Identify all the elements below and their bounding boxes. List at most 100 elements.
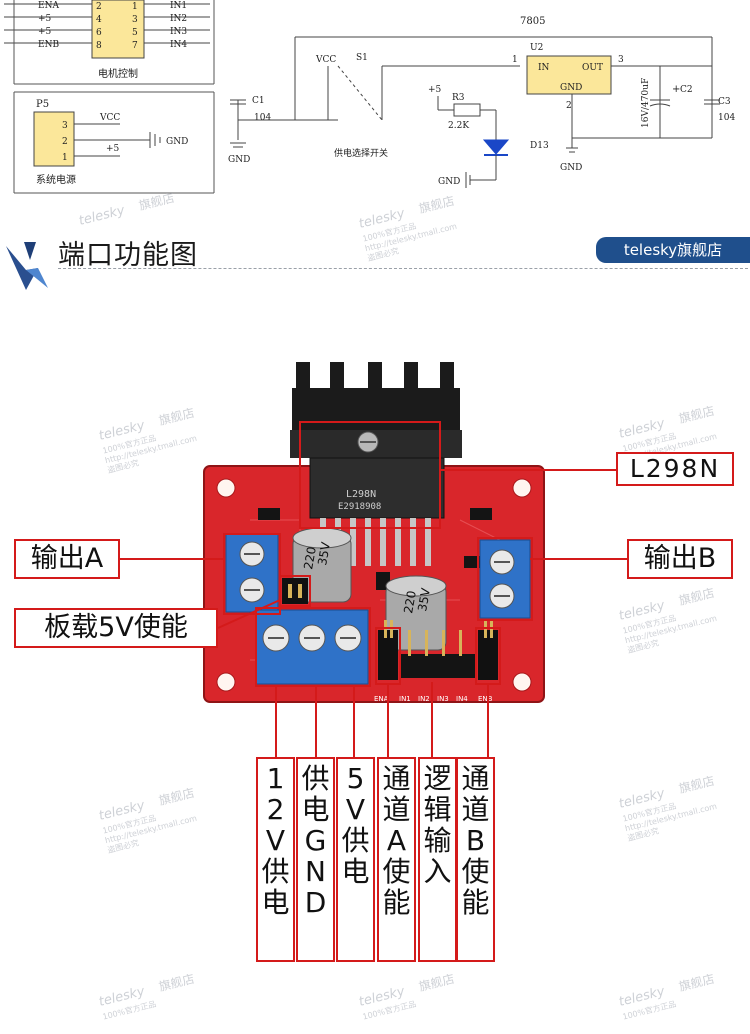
shop-badge[interactable]: telesky旗舰店 xyxy=(596,237,750,263)
callout-channel-a-enable: 通 道 A 使 能 xyxy=(377,757,416,962)
reg-gnd-label: GND xyxy=(560,83,582,93)
callout-12v-power: 12 V 供 电 xyxy=(256,757,295,962)
chip-marking-name: L298N xyxy=(346,489,376,500)
callout-channel-b-enable: 通 道 B 使 能 xyxy=(456,757,495,962)
pin-num-3: 3 xyxy=(132,15,138,25)
section-divider xyxy=(58,268,748,269)
wm-store: 旗舰店 xyxy=(417,193,456,216)
section-title: 端口功能图 xyxy=(58,240,198,271)
terminal-out-b xyxy=(479,539,531,619)
r3-net: +5 xyxy=(428,85,442,95)
pin-label-in4: IN4 xyxy=(170,40,187,50)
reg-out-label: OUT xyxy=(582,63,603,73)
mount-hole-icon xyxy=(216,478,236,498)
reg-pin-in-num: 1 xyxy=(512,55,518,65)
pin-num-4: 4 xyxy=(96,15,102,25)
p5-ref: P5 xyxy=(36,99,49,110)
mount-hole-icon xyxy=(512,672,532,692)
pin-label-enb: ENB xyxy=(38,40,59,50)
wm-store: 旗舰店 xyxy=(677,403,716,426)
terminal-power xyxy=(255,609,369,685)
pin-label-in1: IN1 xyxy=(170,1,187,11)
callout-l298n: L298N xyxy=(616,452,734,486)
c3-ref: C3 xyxy=(718,97,731,107)
c1-gnd: GND xyxy=(228,155,250,165)
power-block-label: 系统电源 xyxy=(36,173,76,186)
pin-num-2: 2 xyxy=(96,2,102,12)
led-gnd: GND xyxy=(438,177,460,187)
regulator-schematic: C1 104 GND VCC S1 1 供电选择开关 +5 R3 2.2K D1… xyxy=(228,16,735,188)
system-power-block: P5 3 2 1 VCC +5 GND 系统电源 xyxy=(33,99,188,186)
header-label-ena: ENA xyxy=(374,695,389,703)
reg-part: 7805 xyxy=(520,16,545,27)
header-label-in4: IN4 xyxy=(456,695,468,703)
cap1-voltage: 35V xyxy=(315,540,333,566)
p5-gnd: GND xyxy=(166,137,188,147)
header-label-in1: IN1 xyxy=(399,695,411,703)
header-label-enb: ENB xyxy=(478,695,493,703)
c2-value: 16V/470uF xyxy=(641,78,651,128)
callout-5v-enable: 板载5V使能 xyxy=(14,608,218,648)
callout-lines xyxy=(120,421,627,757)
chip-marking-code: E2918908 xyxy=(338,502,381,512)
c1-value: 104 xyxy=(254,113,271,123)
callout-output-a: 输出A xyxy=(14,539,120,579)
r3-ref: R3 xyxy=(452,93,465,103)
c1-ref: C1 xyxy=(252,96,265,106)
callout-logic-input: 逻 辑 输 入 xyxy=(418,757,457,962)
switch-vcc: VCC xyxy=(315,55,336,65)
jumper-5v xyxy=(282,578,308,604)
wm-store: 旗舰店 xyxy=(677,585,716,608)
led-ref: D13 xyxy=(530,141,549,151)
wm-store: 旗舰店 xyxy=(417,971,456,994)
cap2-value: 220 xyxy=(401,590,419,615)
pin-label-in3: IN3 xyxy=(170,27,187,37)
l298n-board: L298N E2918908 220 35V 220 xyxy=(203,362,545,703)
p5-pin-1: 1 xyxy=(62,153,68,163)
section-logo-icon xyxy=(4,238,54,298)
pin-label-5v-a: +5 xyxy=(38,14,52,24)
pin-num-7: 7 xyxy=(132,41,138,51)
heatsink xyxy=(290,362,462,458)
callout-output-b: 输出B xyxy=(627,539,733,579)
p5-net-vcc: VCC xyxy=(99,113,120,123)
motor-block-label: 电机控制 xyxy=(98,67,138,80)
switch-ref: S1 xyxy=(356,53,368,63)
wm-store: 旗舰店 xyxy=(677,971,716,994)
pin-num-6: 6 xyxy=(96,28,102,38)
p5-pin-2: 2 xyxy=(62,137,68,147)
terminal-out-a xyxy=(225,533,279,613)
r3-value: 2.2K xyxy=(448,121,469,131)
cap2-voltage: 35V xyxy=(415,586,433,612)
wm-store: 旗舰店 xyxy=(157,785,196,808)
pin-num-5: 5 xyxy=(132,28,138,38)
pin-label-in2: IN2 xyxy=(170,14,187,24)
reg-gnd: GND xyxy=(560,163,582,173)
reg-ref: U2 xyxy=(530,43,543,53)
mount-hole-icon xyxy=(512,478,532,498)
wm-brand: telesky xyxy=(77,203,126,229)
c2-pol: + xyxy=(672,84,680,95)
pin-label-5v-b: +5 xyxy=(38,27,52,37)
wm-store: 旗舰店 xyxy=(157,405,196,428)
cap1-value: 220 xyxy=(301,546,319,571)
pin-header: ENA IN1 IN2 IN3 IN4 ENB xyxy=(374,620,498,703)
reg-pin-out-num: 3 xyxy=(618,55,624,65)
c3-value: 104 xyxy=(718,113,735,123)
schematic: ENA +5 +5 ENB 2 4 6 8 1 3 5 7 IN1 IN2 IN… xyxy=(4,0,735,194)
wm-store: 旗舰店 xyxy=(157,971,196,994)
header-label-in3: IN3 xyxy=(437,695,449,703)
c2-ref: C2 xyxy=(680,85,693,95)
reg-pin-gnd-num: 2 xyxy=(566,101,572,111)
callout-5v-power: 5 V 供 电 xyxy=(336,757,375,962)
mount-hole-icon xyxy=(216,672,236,692)
motor-control-block: ENA +5 +5 ENB 2 4 6 8 1 3 5 7 IN1 IN2 IN… xyxy=(4,0,210,80)
switch-label: 供电选择开关 xyxy=(334,147,388,159)
header-label-in2: IN2 xyxy=(418,695,430,703)
pin-num-1: 1 xyxy=(132,2,138,12)
pin-label-ena: ENA xyxy=(38,1,59,11)
p5-pin-3: 3 xyxy=(62,121,68,131)
p5-net-5v: +5 xyxy=(106,144,120,154)
reg-in-label: IN xyxy=(538,63,550,73)
